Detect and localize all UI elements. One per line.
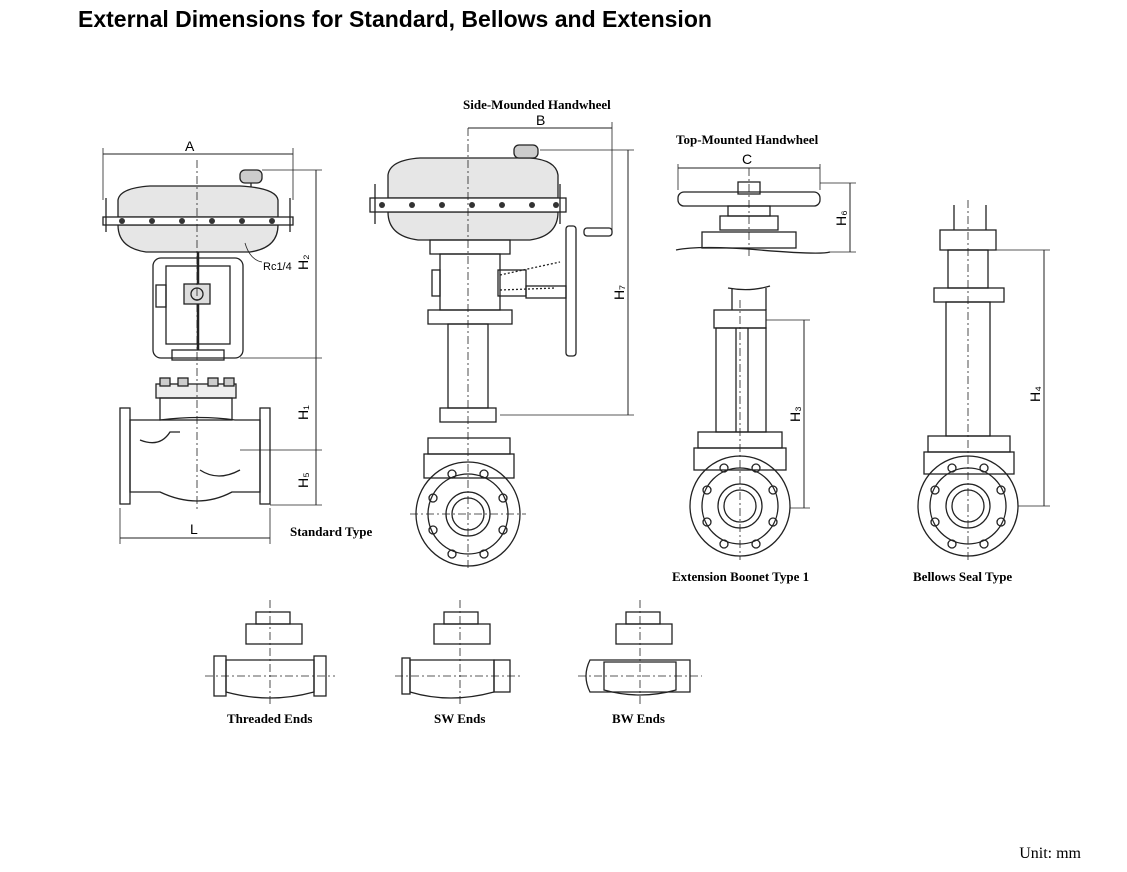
caption-standard-type: Standard Type <box>290 524 373 539</box>
caption-bw-ends: BW Ends <box>612 711 665 726</box>
standard-type-drawing <box>102 148 322 544</box>
side-handwheel-drawing <box>369 122 634 570</box>
extension-bonnet-drawing <box>689 285 810 560</box>
caption-sw-ends: SW Ends <box>434 711 486 726</box>
dim-label-h5: H₅ <box>295 472 311 488</box>
port-label: Rc1/4 <box>263 261 292 273</box>
caption-threaded-ends: Threaded Ends <box>227 711 313 726</box>
caption-extension-bonnet: Extension Boonet Type 1 <box>672 569 810 584</box>
dim-label-h3: H₃ <box>787 406 803 422</box>
dim-label-l: L <box>190 521 198 537</box>
caption-bellows-seal: Bellows Seal Type <box>913 569 1013 584</box>
dim-label-h2: H₂ <box>295 254 311 270</box>
dim-label-c: C <box>742 151 752 167</box>
dim-label-h7: H₇ <box>611 285 627 300</box>
caption-side-handwheel: Side-Mounded Handwheel <box>463 97 611 112</box>
dim-label-h1: H₁ <box>295 405 311 420</box>
sw-ends-drawing <box>395 600 520 705</box>
dim-label-h6: H₆ <box>833 210 849 226</box>
caption-top-handwheel: Top-Mounted Handwheel <box>676 132 819 147</box>
threaded-ends-drawing <box>205 600 335 705</box>
top-handwheel-drawing <box>675 164 856 258</box>
dim-label-h4: H₄ <box>1027 386 1043 402</box>
unit-note: Unit: mm <box>1019 845 1081 862</box>
dim-label-a: A <box>185 138 195 154</box>
bellows-seal-drawing <box>917 200 1050 560</box>
dim-label-b: B <box>536 112 545 128</box>
bw-ends-drawing <box>578 600 702 705</box>
page-title: External Dimensions for Standard, Bellow… <box>78 6 712 32</box>
